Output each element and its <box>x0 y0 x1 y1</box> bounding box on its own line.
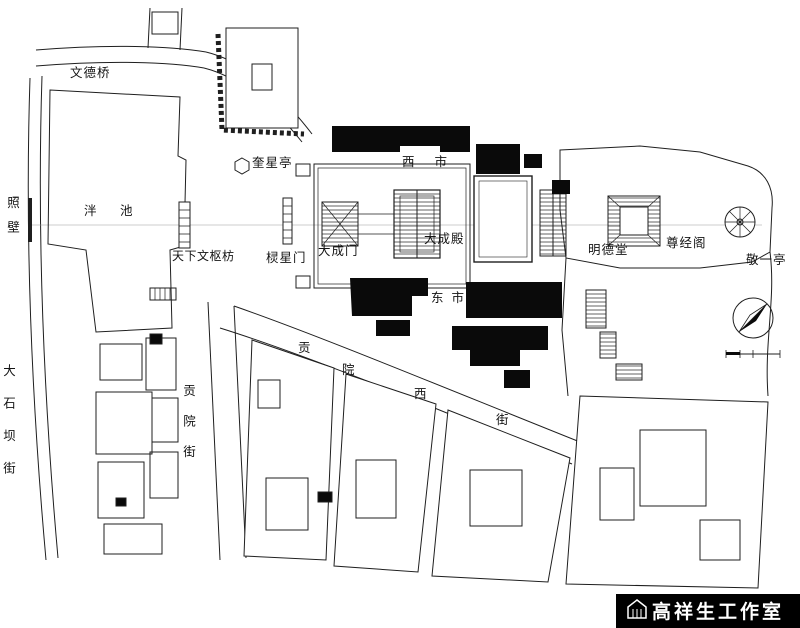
label-tianxia-wenshu-archway: 天下文枢枋 <box>172 248 235 263</box>
scale-bar <box>725 350 781 358</box>
top-walled-building <box>215 27 305 137</box>
pond-and-left-plot <box>28 89 187 555</box>
label-dacheng-gate: 大成门 <box>318 243 359 258</box>
label-pan-pond: 泮 池 <box>84 204 142 218</box>
label-west-market: 西市 <box>402 154 467 169</box>
plan-labels: 文德桥 照壁 泮 池 奎星亭 西市 天下文枢枋 棂星门 大成门 大成殿 明德堂 … <box>1 65 787 494</box>
tianxia-wenshu-archway <box>178 201 191 249</box>
label-gongyuan-west-street-char-3: 西 <box>414 387 428 401</box>
studio-watermark: 高祥生工作室 <box>616 594 800 628</box>
mingde-hall-block <box>473 175 567 263</box>
label-lingxing-gate: 棂星门 <box>266 250 307 265</box>
label-gongyuan-west-street-char-1: 贡 <box>298 341 312 355</box>
label-dacheng-hall: 大成殿 <box>424 232 465 246</box>
pan-pond-outline <box>47 89 187 333</box>
dacheng-hall-roof <box>358 189 441 259</box>
watermark-text: 高祥生工作室 <box>652 600 784 623</box>
north-arrow-compass-icon <box>732 297 774 339</box>
south-plots <box>243 339 769 589</box>
east-market-block-east <box>466 282 562 318</box>
label-jingyi-pavilion: 敬一亭 <box>746 252 787 267</box>
label-gongyuan-west-street-char-2: 院 <box>342 363 356 377</box>
zunjing-pavilion-roof <box>607 195 661 247</box>
label-east-market: 东市 <box>431 290 472 305</box>
label-kuixing-pavilion: 奎星亭 <box>252 155 293 170</box>
jingyi-pavilion-circle <box>724 206 756 238</box>
east-plot-boundary <box>559 145 773 269</box>
east-market-block-west <box>350 278 428 316</box>
lingxing-gate-structure <box>282 163 311 289</box>
label-mingde-hall: 明德堂 <box>588 242 629 257</box>
label-zhaobi: 照壁 <box>5 196 19 245</box>
label-wende-bridge: 文德桥 <box>70 65 111 80</box>
studio-logo-icon <box>627 599 647 619</box>
hexagon-pavilion-marker <box>234 157 250 175</box>
west-market-block <box>332 126 470 152</box>
axis-complex <box>178 145 773 397</box>
label-zunjing-pavilion: 尊经阁 <box>666 235 707 250</box>
dacheng-gate-structure <box>321 201 359 247</box>
label-gongyuan-street: 贡院街 <box>181 384 195 476</box>
label-gongyuan-west-street-char-4: 街 <box>496 413 510 427</box>
solid-black-buildings <box>332 126 570 388</box>
label-dashiba-street: 大石坝街 <box>1 364 15 494</box>
